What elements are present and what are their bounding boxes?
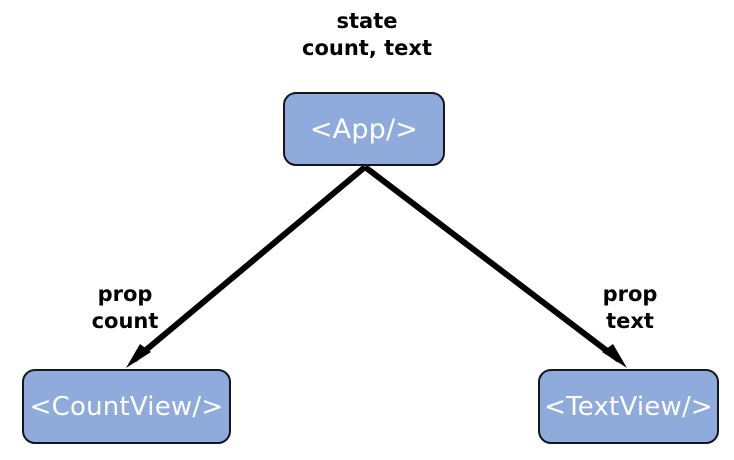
edge-label-prop-text: prop text — [570, 281, 690, 336]
node-app-label: <App/> — [309, 113, 419, 145]
state-annotation: state count, text — [0, 8, 734, 63]
edge-label-prop-count-line2: count — [91, 309, 159, 334]
node-textview[interactable]: <TextView/> — [538, 369, 719, 444]
edge-app-to-textview — [363, 164, 627, 368]
edge-app-to-countview — [126, 164, 367, 368]
node-countview[interactable]: <CountView/> — [22, 369, 231, 444]
node-app[interactable]: <App/> — [283, 92, 445, 166]
edge-label-prop-count: prop count — [60, 281, 190, 336]
edge-label-prop-count-line1: prop — [97, 282, 153, 306]
node-countview-label: <CountView/> — [29, 391, 224, 422]
edge-label-prop-text-line2: text — [606, 309, 654, 334]
edge-label-prop-text-line1: prop — [602, 282, 658, 306]
state-annotation-line1: state — [336, 9, 398, 33]
state-annotation-line2: count, text — [302, 36, 432, 61]
node-textview-label: <TextView/> — [544, 391, 713, 422]
